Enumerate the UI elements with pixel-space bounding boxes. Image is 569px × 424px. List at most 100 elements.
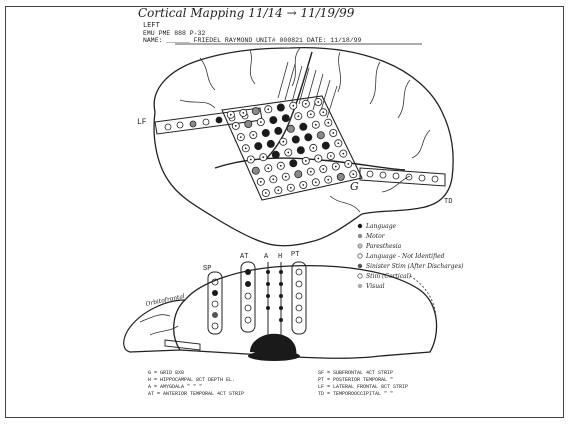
grid-electrode-dot: [260, 121, 262, 123]
legend-marker-language-ni: [358, 254, 362, 258]
grid-electrode-dot: [267, 167, 269, 169]
grid-electrode-dot: [322, 168, 324, 170]
grid-electrode-dot: [315, 181, 317, 183]
grid-electrode-dot: [332, 132, 334, 134]
grid-g: [222, 96, 362, 200]
grid-electrode-dot: [242, 112, 244, 114]
side-label: LEFT: [143, 22, 160, 30]
grid-electrode-dot: [305, 103, 307, 105]
grid-electrode-dot: [302, 184, 304, 186]
grid-electrode-dot: [277, 189, 279, 191]
grid-electrode: [270, 117, 277, 124]
grid-electrode-dot: [312, 147, 314, 149]
abbrev-left-1: H = HIPPOCAMPAL 8CT DEPTH EL.: [148, 377, 235, 383]
abbrev-left-2: A = AMYGDALA " " ": [148, 384, 202, 390]
grid-electrode: [267, 140, 274, 147]
grid-electrode-dot: [327, 122, 329, 124]
grid-electrode: [262, 129, 269, 136]
a-label: A: [264, 253, 269, 261]
h-depth-electrode: [279, 262, 283, 336]
legend-marker-language: [358, 224, 362, 228]
pt-label: PT: [291, 251, 299, 259]
grid-electrode-dot: [310, 113, 312, 115]
record-line: EMU PME 888 P-32: [143, 30, 206, 37]
abbrev-left-0: G = GRID 8X8: [148, 370, 184, 376]
grid-electrode-dot: [280, 165, 282, 167]
grid-electrode: [277, 104, 284, 111]
abbrev-right-2: LF = LATERAL FRONTAL 8CT STRIP: [318, 384, 408, 390]
grid-electrode-dot: [342, 153, 344, 155]
grid-electrode-dot: [317, 158, 319, 160]
grid-electrode: [275, 127, 282, 134]
grid-electrode: [295, 171, 302, 178]
abbrev-right-1: PT = POSTERIOR TEMPORAL ": [318, 377, 393, 383]
sp-label: SP: [203, 265, 211, 273]
grid-electrode-dot: [260, 181, 262, 183]
posterior-dotted-line: [410, 276, 436, 318]
lf-label: LF: [137, 118, 147, 127]
pt-strip: [292, 262, 306, 334]
grid-electrode: [252, 167, 259, 174]
grid-electrode-dot: [305, 160, 307, 162]
a-depth-electrode: [266, 262, 270, 336]
grid-electrode: [255, 143, 262, 150]
legend-item-visual: Visual: [366, 283, 385, 290]
grid-electrode-dot: [267, 108, 269, 110]
legend-marker-paresthesia: [358, 244, 362, 248]
legend: Language Motor Paresthesia Language - No…: [358, 223, 464, 290]
grid-electrode-dot: [250, 159, 252, 161]
abbrev-right-3: TD = TEMPOROOCCIPITAL " ": [318, 391, 393, 397]
grid-electrode-dot: [310, 171, 312, 173]
h-label: H: [278, 253, 282, 261]
grid-electrode-dot: [352, 173, 354, 175]
page-title: Cortical Mapping 11/14 → 11/19/99: [138, 6, 355, 20]
frontal-strip-base: [165, 340, 200, 350]
legend-item-motor: Motor: [365, 233, 386, 240]
grid-electrode-dot: [337, 142, 339, 144]
grid-electrode: [290, 160, 297, 167]
grid-electrode-dot: [297, 115, 299, 117]
grid-electrode: [287, 125, 294, 132]
grid-electrode-dot: [327, 179, 329, 181]
grid-electrode-dot: [262, 156, 264, 158]
grid-electrode: [337, 173, 344, 180]
brainstem-base: [248, 351, 300, 361]
grid-electrode-dot: [252, 134, 254, 136]
grid-electrode: [292, 136, 299, 143]
grid-label: G: [350, 180, 359, 193]
grid-electrode-dot: [230, 114, 232, 116]
td-strip: [360, 168, 445, 186]
grid-electrode: [322, 142, 329, 149]
abbrev-left-3: AT = ANTERIOR TEMPORAL 4CT STRIP: [148, 391, 244, 397]
grid-electrode: [305, 134, 312, 141]
grid-electrode-dot: [240, 136, 242, 138]
legend-marker-stim: [358, 274, 362, 278]
grid-electrode: [282, 115, 289, 122]
grid-electrode-dot: [347, 163, 349, 165]
legend-marker-visual: [358, 284, 362, 288]
frontal-base-outline: [124, 300, 185, 352]
grid-electrode: [300, 123, 307, 130]
grid-electrode-dot: [315, 124, 317, 126]
grid-electrode-dot: [282, 141, 284, 143]
grid-electrode: [317, 132, 324, 139]
grid-electrode-dot: [317, 101, 319, 103]
grid-electrode-dot: [265, 192, 267, 194]
abbreviation-key: G = GRID 8X8 H = HIPPOCAMPAL 8CT DEPTH E…: [148, 370, 408, 397]
td-label: TD: [444, 198, 452, 206]
at-label: AT: [240, 253, 248, 261]
basal-sulci: [140, 315, 178, 335]
brain-outline: [154, 48, 453, 246]
grid-electrode: [245, 120, 252, 127]
legend-item-language: Language: [365, 223, 397, 230]
grid-electrode-dot: [272, 178, 274, 180]
grid-electrode-dot: [245, 147, 247, 149]
abbrev-right-0: SF = SUBFRONTAL 4CT STRIP: [318, 370, 393, 376]
grid-electrode: [297, 147, 304, 154]
patient-name-line: NAME: ______ FRIEDEL RAYMOND UNIT# 00082…: [143, 37, 362, 44]
grid-electrode-dot: [322, 111, 324, 113]
grid-electrode-dot: [235, 125, 237, 127]
legend-marker-motor: [358, 234, 362, 238]
grid-electrode-dot: [292, 105, 294, 107]
grid-electrode-dot: [335, 166, 337, 168]
